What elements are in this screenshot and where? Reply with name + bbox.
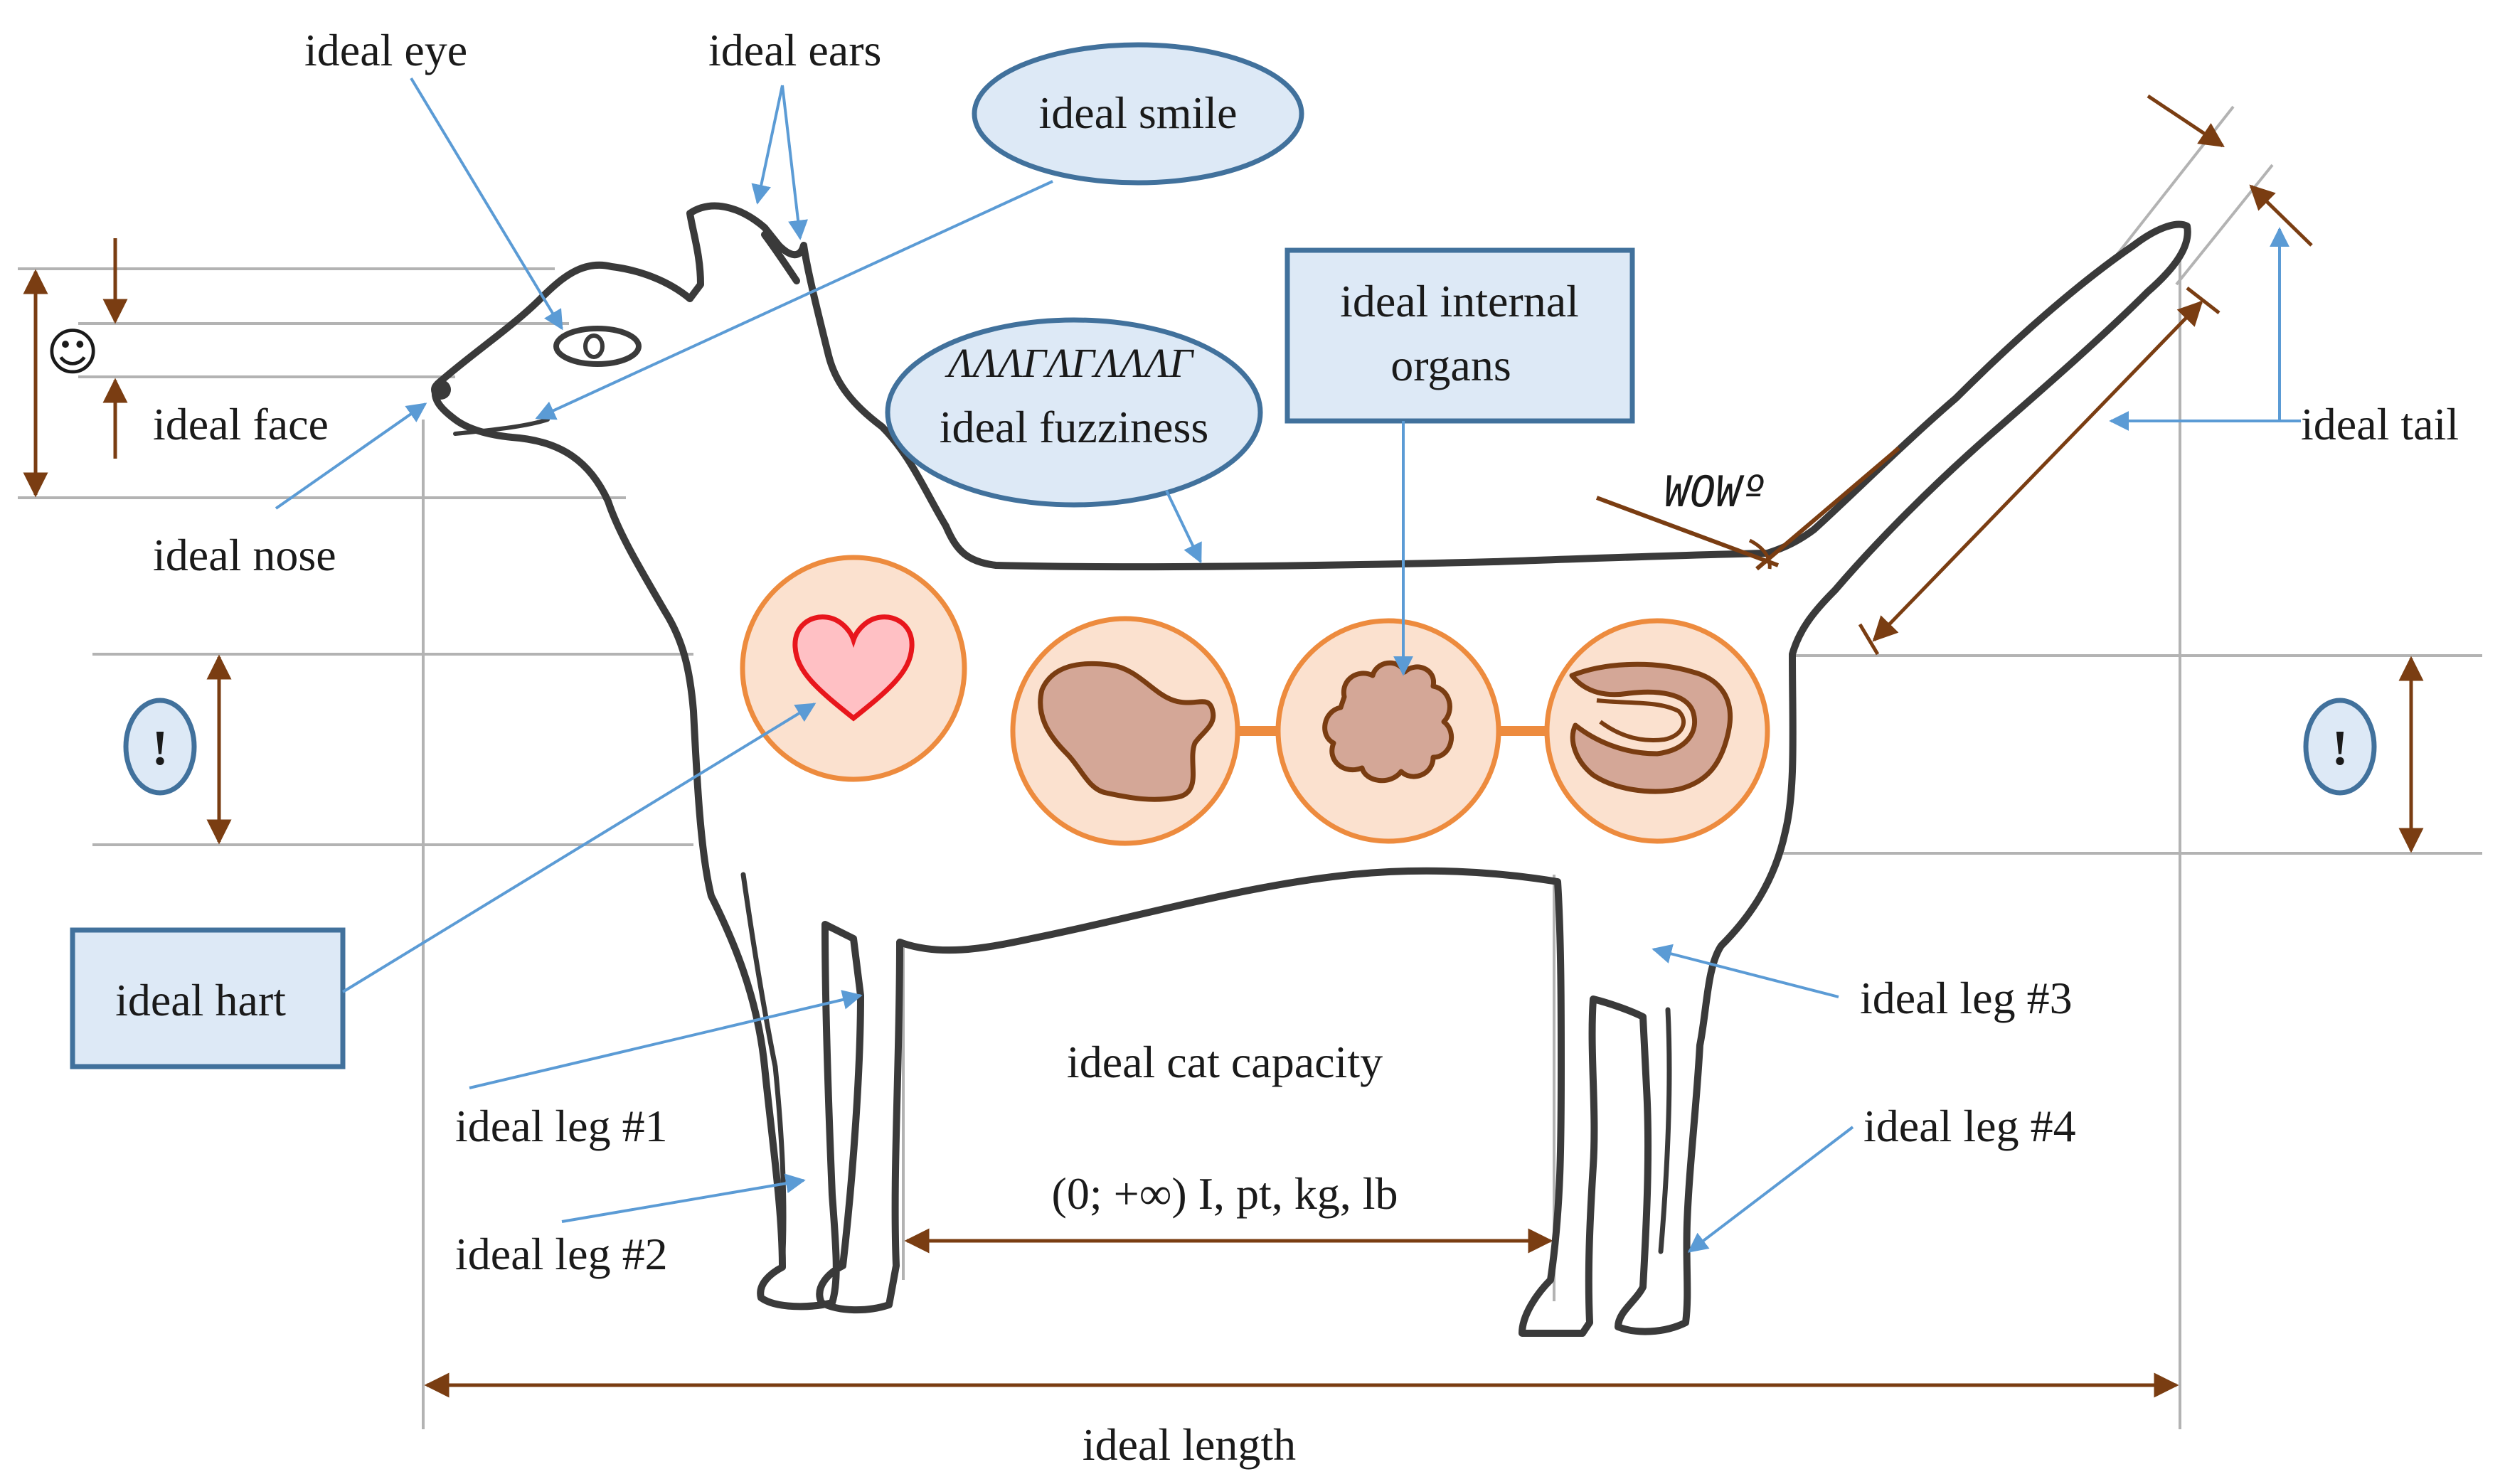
right-exclaim-mark: ! (2331, 721, 2348, 776)
smile-pointer (535, 180, 1053, 420)
hart-label: ideal hart (115, 975, 286, 1025)
leg4-pointer (1687, 1126, 1854, 1253)
left-exclaim-mark: ! (151, 721, 168, 776)
fuzziness-scribble: ɅɅɅΓɅΓɅɅɅΓ (945, 340, 1194, 386)
brain-like-organ-icon (1322, 660, 1454, 784)
right-exclaim-bubble (2303, 698, 2377, 796)
wow-label: WOWº (1664, 467, 1767, 517)
dimension-arrows (23, 94, 2424, 1398)
fuzziness-label: ideal fuzziness (940, 402, 1209, 452)
guide-lines (18, 105, 2482, 1429)
leg2-label: ideal leg #2 (455, 1229, 668, 1279)
length-label: ideal length (1083, 1419, 1296, 1470)
tail-width-arrow-out (2249, 184, 2313, 247)
leg1-pointer (469, 990, 863, 1089)
ear-pointer-left (751, 85, 784, 205)
capacity-units-label: (0; +∞) I, pt, kg, lb (1052, 1168, 1398, 1219)
fuzziness-callout-bubble (885, 317, 1263, 508)
pointer-arrows (275, 77, 2301, 1253)
hart-callout-box (70, 927, 346, 1069)
tail-length-dimension (1872, 300, 2203, 642)
cat-pupil (583, 333, 605, 359)
labels: ideal eye ideal ears ideal smile ideal f… (46, 25, 2459, 1470)
callouts (70, 42, 2377, 1069)
face-label: ideal face (153, 399, 329, 449)
leg3-label: ideal leg #3 (1860, 973, 2073, 1023)
heart-icon (792, 614, 915, 722)
smile-callout-bubble (972, 42, 1304, 186)
internal-organs-label-line2: organs (1390, 340, 1511, 390)
back-leg-inner-line (1658, 1007, 1672, 1254)
leg4-label: ideal leg #4 (1863, 1101, 2076, 1151)
capacity-label: ideal cat capacity (1067, 1037, 1383, 1087)
leg1-label: ideal leg #1 (455, 1101, 668, 1151)
tail-width-arrow-in (2147, 94, 2225, 148)
stomach-icon (1038, 661, 1216, 802)
front-leg-inner-line (740, 872, 787, 1270)
internal-organs-callout-box (1285, 247, 1635, 424)
fuzziness-pointer (1165, 490, 1202, 564)
smile-label: ideal smile (1038, 87, 1237, 138)
eye-label: ideal eye (304, 25, 467, 75)
internal-organs-label-line1: ideal internal (1340, 276, 1579, 326)
inner-ear-line (761, 231, 800, 284)
intestine-icon (1569, 661, 1733, 794)
nose-pointer (275, 402, 427, 510)
smiley-symbol: ☺ (46, 322, 99, 382)
leg3-pointer (1652, 944, 1839, 998)
mouth-line (453, 417, 550, 436)
nose-label: ideal nose (153, 530, 336, 580)
ears-label: ideal ears (708, 25, 881, 75)
hart-pointer (341, 703, 817, 993)
tail-label: ideal tail (2301, 399, 2459, 449)
tail-pointer-up (2270, 227, 2301, 422)
eye-pointer (410, 77, 563, 331)
ear-pointer-right (781, 85, 808, 240)
cat-outline (431, 202, 2191, 1337)
nose-dot (431, 380, 451, 400)
cat-body-outline (431, 202, 2191, 1337)
left-exclaim-bubble (123, 698, 197, 796)
cat-eye (553, 326, 642, 367)
wow-angle: WOWº (1595, 446, 1900, 571)
organs-group (740, 555, 1770, 846)
leg2-pointer (561, 1173, 806, 1223)
